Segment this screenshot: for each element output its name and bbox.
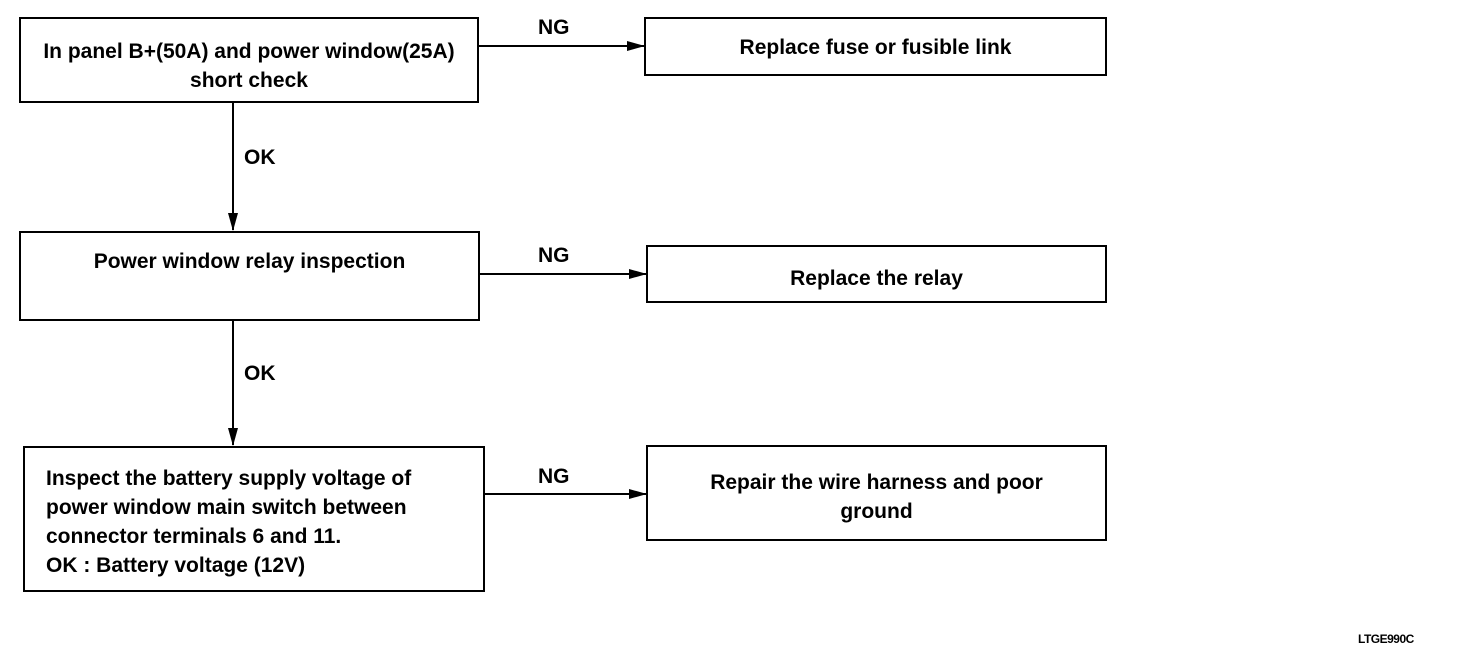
step-3-line-1: Inspect the battery supply voltage of [46,467,412,490]
ng-label-2: NG [538,244,570,267]
step-3-line-4: OK : Battery voltage (12V) [46,554,306,577]
step-box-1: In panel B+(50A) and power window(25A) s… [19,17,479,103]
ng-label-3: NG [538,465,570,488]
ng-label-1: NG [538,16,570,39]
action-2-line-1: Replace the relay [790,267,963,290]
action-box-1: Replace fuse or fusible link [644,17,1107,76]
step-box-2: Power window relay inspection [19,231,480,321]
step-1-line-2: short check [190,69,308,92]
step-2-line-1: Power window relay inspection [93,250,406,273]
action-box-2: Replace the relay [646,245,1107,303]
action-3-line-1: Repair the wire harness and poor [710,471,1043,494]
figure-code: LTGE990C [1358,632,1414,646]
action-1-line-1: Replace fuse or fusible link [739,36,1012,59]
step-box-3: Inspect the battery supply voltage of po… [23,446,485,592]
step-3-line-2: power window main switch between [46,496,407,519]
action-box-3: Repair the wire harness and poor ground [646,445,1107,541]
step-3-line-3: connector terminals 6 and 11. [46,525,342,548]
ok-label-2: OK [244,362,276,385]
action-3-line-2: ground [840,500,913,523]
step-1-line-1: In panel B+(50A) and power window(25A) [43,40,455,63]
ok-label-1: OK [244,146,276,169]
